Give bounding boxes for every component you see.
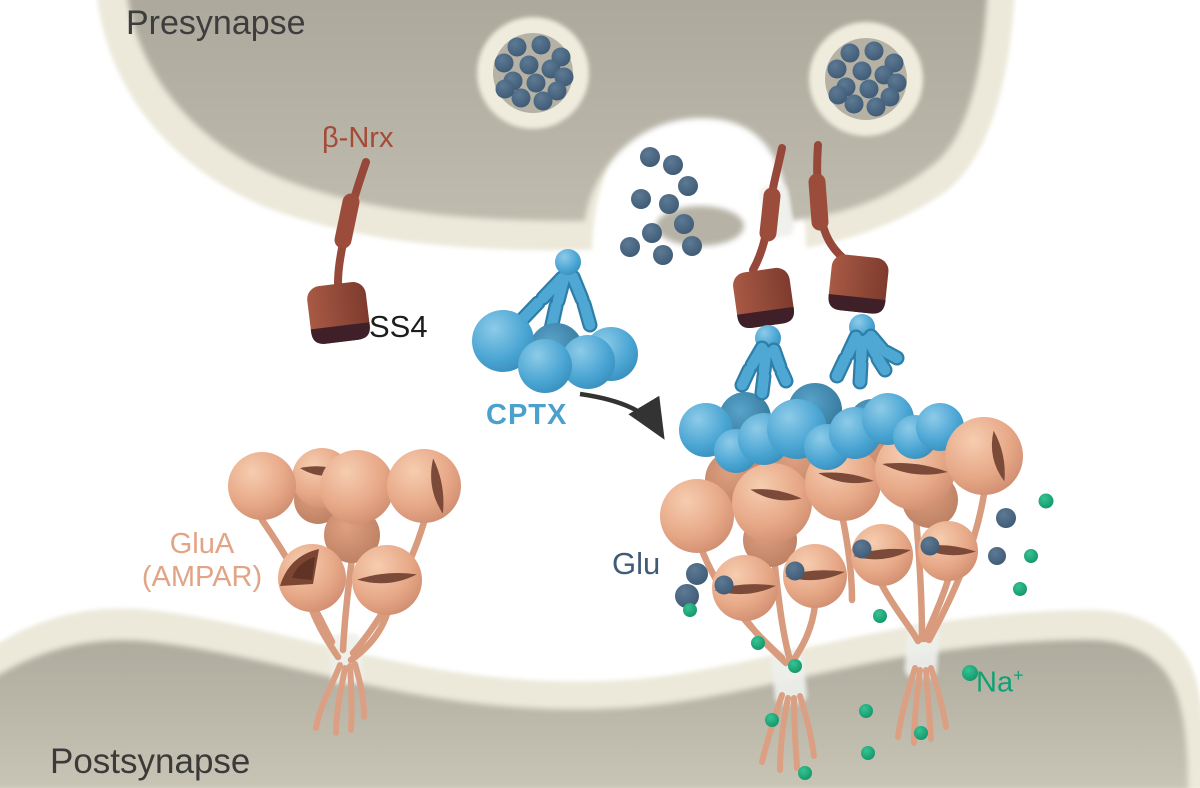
ss4-insert-dark-tip (828, 294, 886, 314)
postsynapse-label: Postsynapse (50, 742, 251, 781)
beta-neurexin-stalk-domain (759, 187, 781, 242)
synaptic-bridge-complex (660, 141, 1023, 773)
cptx-globular-domain (561, 335, 615, 389)
vesicle-glutamate-dots (827, 41, 907, 117)
glua-label-line1: GluA (169, 528, 235, 560)
ampar-cluster-left (228, 448, 461, 736)
cptx-coiled-coil-linkers-core (511, 271, 596, 335)
beta-neurexin-label: β-Nrx (322, 122, 394, 154)
cptx-coiled-coil-linkers-core (831, 330, 903, 388)
cptx-coiled-coil-linkers-core (736, 342, 792, 399)
ampar-atd-sphere (387, 449, 461, 523)
bound-glutamate (785, 561, 805, 581)
cptx-label: CPTX (486, 399, 568, 431)
released-glutamate-dots (620, 147, 702, 265)
ampar-atd-sphere (732, 463, 812, 543)
ss4-label: SS4 (369, 309, 428, 344)
sodium-label: Na+ (976, 666, 1024, 698)
free-glutamate-dots (675, 508, 1016, 608)
ampar-atd-sphere (320, 450, 394, 524)
synaptic-vesicle-left (477, 17, 589, 129)
postsynapse-interior (0, 640, 1188, 788)
binding-arrow (579, 391, 665, 440)
ampar-atd-sphere (945, 417, 1023, 495)
ampar-atd-sphere (228, 452, 296, 520)
glutamate-label: Glu (612, 546, 661, 581)
sodium-label-charge: + (1013, 665, 1024, 685)
synaptic-vesicle-right (809, 22, 923, 136)
ampar-cytoplasmic-tails (313, 661, 367, 736)
cptx-bound-right (829, 314, 905, 390)
ampar-lbd-clamshell (783, 544, 847, 608)
beta-neurexin-stalk-domain (334, 193, 360, 249)
glua-label-line2: (AMPAR) (141, 561, 263, 594)
cptx-globular-domain (472, 310, 534, 372)
bound-glutamate (852, 539, 872, 559)
postsynapse-membrane (0, 608, 1200, 788)
ss4-insert-dark-tip (737, 306, 795, 329)
ampar-atd-sphere (660, 479, 734, 553)
beta-neurexin-bound-right (808, 141, 889, 314)
ss4-insert-dark-tip (310, 322, 370, 344)
presynapse-label: Presynapse (126, 4, 306, 42)
cptx-hub-sphere (555, 249, 581, 275)
ampar-lbd-clamshell-open (278, 544, 346, 612)
sodium-label-base: Na (976, 666, 1014, 699)
ampar-lbd-clamshell (352, 545, 422, 615)
cptx-molecule-free (472, 249, 638, 393)
bound-glutamate (714, 575, 734, 595)
ampar-lbd-clamshell (712, 555, 778, 621)
bound-glutamate (920, 536, 940, 556)
beta-neurexin-bound-left (733, 144, 795, 329)
beta-neurexin-free (307, 158, 370, 344)
cptx-bound-left (734, 325, 794, 401)
cptx-globular-domain (518, 339, 572, 393)
glua-ampar-label: GluA(AMPAR) (128, 528, 276, 595)
beta-neurexin-stalk-domain (808, 173, 829, 231)
ampar-lbd-clamshell (918, 521, 978, 581)
ampar-cytoplasmic-tails (759, 665, 949, 773)
sodium-ion-dots (683, 493, 1054, 780)
beta-neurexin-lns-barrel (307, 282, 370, 344)
vesicle-glutamate-dots (494, 35, 574, 111)
ampar-lbd-clamshell (851, 524, 913, 586)
